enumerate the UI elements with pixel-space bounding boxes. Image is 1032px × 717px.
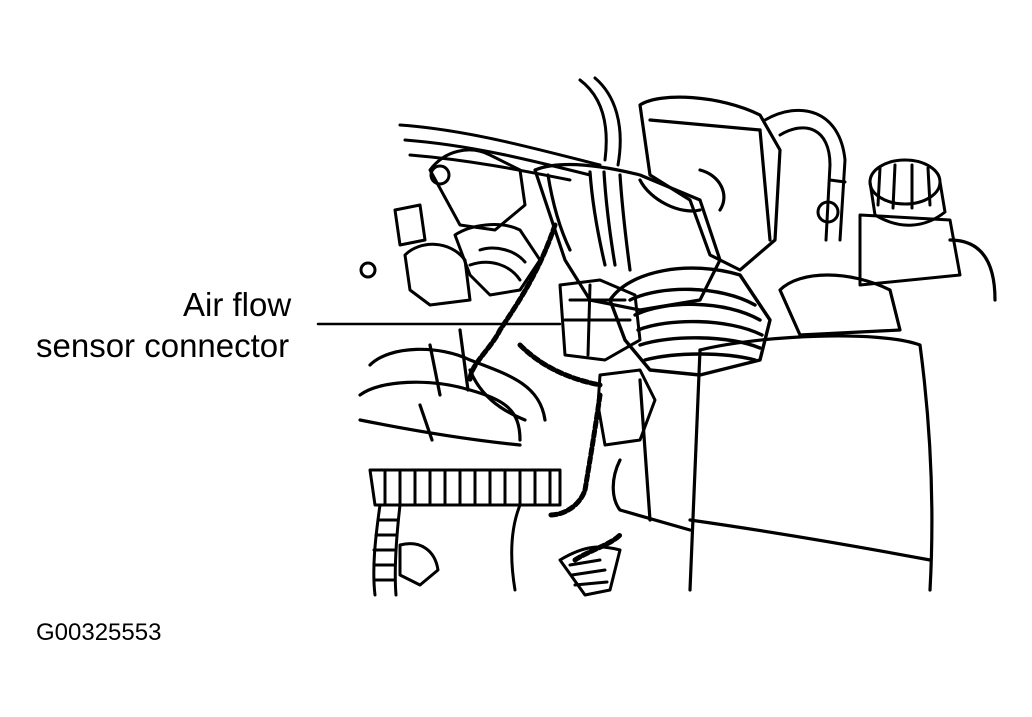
- lower-hoses: [358, 328, 547, 447]
- main-harness-corrugated: [368, 468, 562, 597]
- upper-frame-lines: [398, 76, 622, 182]
- air-cleaner-box: [638, 95, 782, 272]
- reservoir-cap: [858, 158, 962, 287]
- upper-hose: [763, 108, 847, 242]
- battery-box: [611, 238, 997, 592]
- callout-label-line2: sensor connector: [36, 327, 290, 364]
- air-flow-sensor-housing: [608, 266, 772, 377]
- air-flow-sensor-connector: [558, 278, 657, 447]
- throttle-body-components: [359, 148, 542, 307]
- callout-label-line1: Air flow: [183, 286, 292, 323]
- lower-center-harness: [558, 545, 622, 597]
- figure-id: G00325553: [36, 619, 162, 646]
